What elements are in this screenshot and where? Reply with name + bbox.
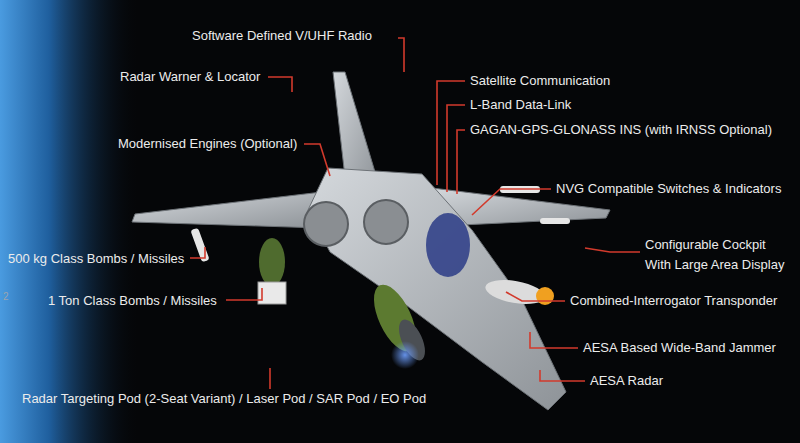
radio-label: Software Defined V/UHF Radio [192,27,372,45]
bomb-label: 1 Ton Class Bombs / Missiles [48,292,217,310]
nav-label: GAGAN-GPS-GLONASS INS (with IRNSS Option… [470,121,772,139]
radar-label: AESA Radar [590,372,663,390]
pod-label: Radar Targeting Pod (2-Seat Variant) / L… [22,390,426,408]
warner-label: Radar Warner & Locator [120,68,260,86]
satcom-label: Satellite Communication [470,72,610,90]
nvg-label: NVG Compatible Switches & Indicators [556,180,781,198]
cockpit-label: Configurable Cockpit With Large Area Dis… [645,235,793,275]
page-mark: 2 [3,288,9,306]
iff-label: Combined-Interrogator Transponder [570,292,777,310]
datalink-label: L-Band Data-Link [470,96,571,114]
bomb-label: 500 kg Class Bombs / Missiles [8,250,184,268]
jammer-label: AESA Based Wide-Band Jammer [583,339,776,357]
engine-label: Modernised Engines (Optional) [118,135,297,153]
